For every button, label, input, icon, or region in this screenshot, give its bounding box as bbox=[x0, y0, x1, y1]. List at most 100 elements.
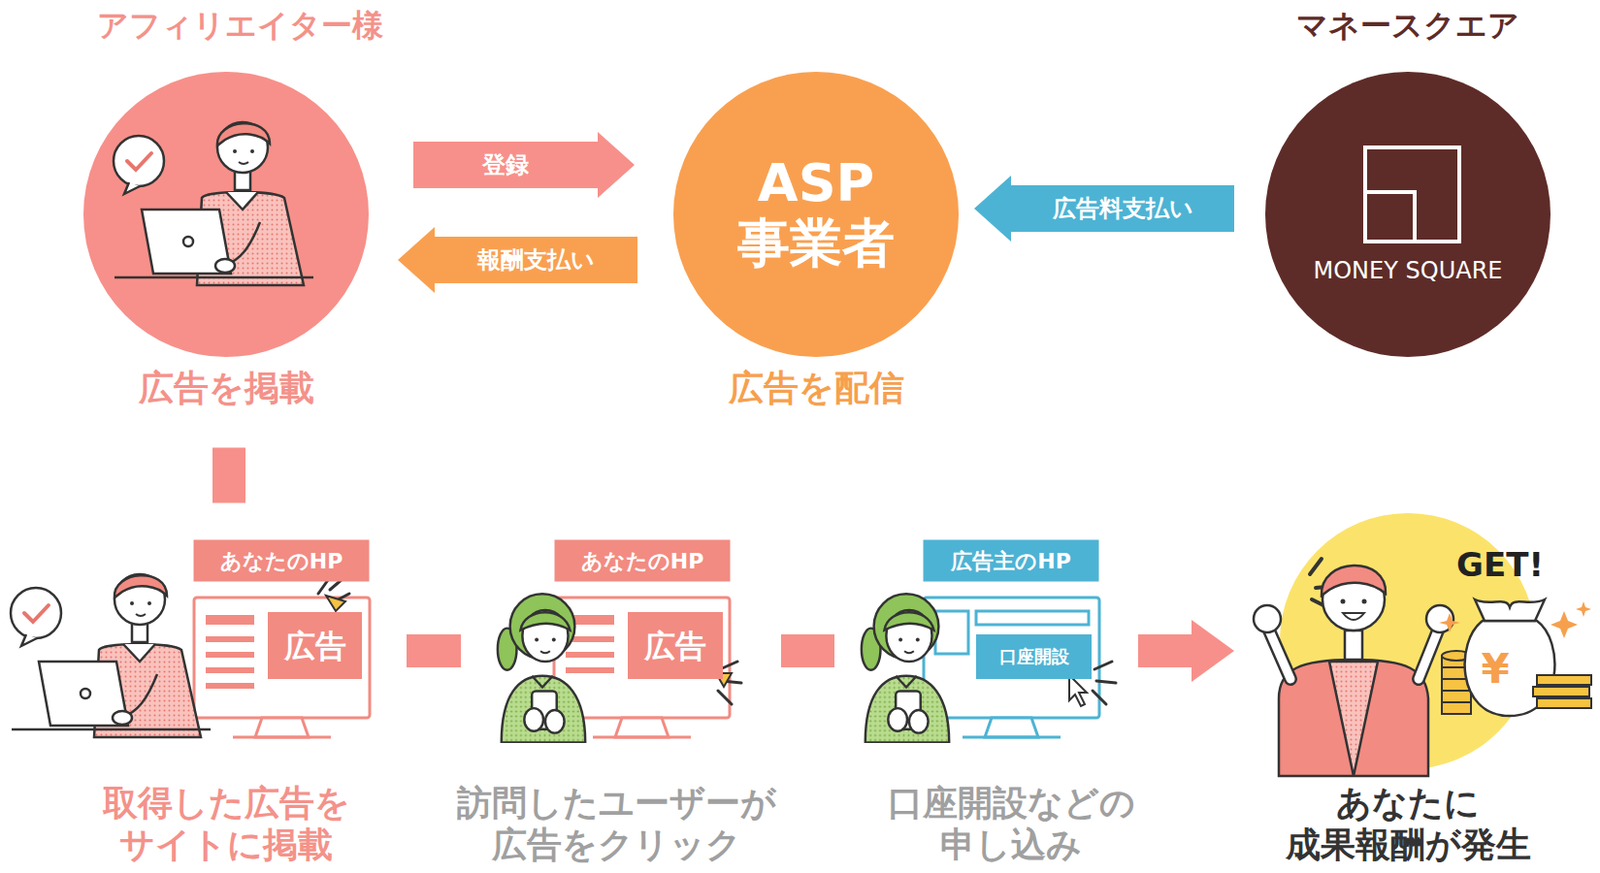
illustration-part bbox=[326, 595, 346, 612]
illustration-part bbox=[1474, 599, 1545, 621]
reward-circle: GET!あなたに 成果報酬が発生 bbox=[1279, 513, 1536, 770]
arrow-label: 報酬支払い bbox=[477, 246, 595, 275]
illustration-part bbox=[255, 718, 309, 738]
block-arrow bbox=[406, 634, 461, 668]
illustration-part bbox=[1362, 599, 1368, 605]
heading: アフィリエイター様 bbox=[35, 6, 444, 44]
block-arrow bbox=[1138, 620, 1235, 683]
step-panel: あなたのHP取得した広告を サイトに掲載広告 bbox=[4, 540, 370, 735]
circle-caption: 広告を掲載 bbox=[80, 366, 372, 409]
illustration-part bbox=[1533, 686, 1590, 697]
asp-circle: ASP 事業者広告を配信 bbox=[673, 71, 959, 358]
illustration-part bbox=[1441, 689, 1471, 692]
step-caption: 訪問したユーザーが 広告をクリック bbox=[441, 782, 791, 866]
illustration-part bbox=[83, 71, 369, 358]
circle-title: ASP 事業者 bbox=[718, 153, 914, 274]
illustration-part bbox=[1069, 675, 1087, 707]
illustration-part bbox=[565, 652, 615, 658]
step2-art bbox=[497, 593, 742, 743]
illustration-part bbox=[861, 593, 949, 743]
block-arrow bbox=[413, 131, 635, 198]
illustration-part bbox=[1278, 659, 1429, 777]
illustration-part bbox=[113, 122, 314, 286]
ad-text: 広告 bbox=[267, 626, 362, 664]
illustration-part bbox=[565, 667, 615, 674]
block-arrow bbox=[397, 227, 638, 294]
illustration-part bbox=[592, 736, 691, 740]
step1-art bbox=[10, 574, 370, 738]
illustration-part bbox=[1329, 661, 1378, 777]
illustration-part bbox=[984, 718, 1039, 738]
moneysquare-circle: マネースクエアMONEY SQUARE bbox=[1265, 71, 1551, 358]
illustration-part bbox=[1536, 698, 1592, 709]
step4-art bbox=[1253, 513, 1592, 777]
illustration-part bbox=[1418, 630, 1438, 680]
ad-box: 広告 bbox=[627, 612, 723, 680]
illustration-part bbox=[1418, 630, 1438, 680]
circle-caption: 広告を配信 bbox=[670, 366, 962, 409]
illustration-part bbox=[205, 667, 255, 674]
block-arrow bbox=[212, 448, 246, 504]
illustration-part bbox=[1575, 601, 1592, 618]
step-panel: あなたのHP訪問したユーザーが 広告をクリック広告 bbox=[489, 540, 730, 735]
illustration-part bbox=[1265, 71, 1551, 358]
illustration-part bbox=[205, 636, 255, 643]
moneysquare-circle-art bbox=[1265, 71, 1551, 358]
step3-art bbox=[861, 593, 1116, 743]
ad-text: 広告 bbox=[627, 626, 723, 664]
illustration-part bbox=[1536, 675, 1592, 686]
yen-mark: ¥ bbox=[1480, 645, 1509, 694]
affiliate-circle: アフィリエイター様広告を掲載 bbox=[83, 71, 369, 358]
asp-circle-art bbox=[673, 71, 959, 358]
illustration-part bbox=[1441, 701, 1471, 704]
hp-band: 広告主のHP bbox=[923, 540, 1100, 583]
illustration-part bbox=[1340, 599, 1346, 605]
illustration-part bbox=[1365, 192, 1415, 242]
hp-band: あなたのHP bbox=[194, 540, 370, 583]
signup-button: 口座開設 bbox=[976, 634, 1092, 680]
illustration-part bbox=[232, 736, 331, 740]
step-caption: 口座開設などの 申し込み bbox=[836, 782, 1186, 866]
illustration-part bbox=[935, 611, 969, 654]
ad-box: 広告 bbox=[267, 612, 362, 680]
illustration-part bbox=[10, 574, 211, 738]
hp-band: あなたのHP bbox=[555, 540, 731, 583]
illustration-part bbox=[962, 736, 1061, 740]
illustration-part bbox=[1344, 630, 1363, 660]
illustration-part bbox=[923, 597, 1100, 719]
illustration-part bbox=[205, 615, 255, 625]
affiliate-circle-art bbox=[83, 71, 369, 358]
block-arrow bbox=[781, 634, 835, 668]
illustration-part bbox=[205, 652, 255, 658]
step-panel: 広告主のHP口座開設などの 申し込み口座開設 bbox=[853, 540, 1100, 735]
step-caption: あなたに 成果報酬が発生 bbox=[1233, 782, 1583, 866]
illustration-part bbox=[205, 683, 255, 689]
illustration-part bbox=[1253, 605, 1281, 633]
get-text: GET! bbox=[1441, 545, 1559, 586]
illustration-part bbox=[615, 718, 669, 738]
arrow-label: 登録 bbox=[482, 151, 529, 180]
bill-stack bbox=[1533, 675, 1592, 709]
illustration-part bbox=[554, 597, 730, 719]
illustration-part bbox=[1342, 613, 1365, 621]
illustration-part bbox=[1321, 565, 1386, 596]
illustration-part bbox=[1269, 630, 1291, 680]
heading: マネースクエア bbox=[1252, 6, 1564, 44]
illustration-part bbox=[1092, 661, 1116, 705]
logo-text: MONEY SQUARE bbox=[1281, 257, 1535, 286]
block-arrow bbox=[974, 175, 1235, 242]
illustration-part bbox=[497, 593, 586, 743]
illustration-part bbox=[194, 597, 370, 719]
illustration-part bbox=[1438, 613, 1461, 633]
illustration-part bbox=[1269, 630, 1291, 680]
button-text: 口座開設 bbox=[976, 646, 1092, 668]
illustration-part bbox=[673, 71, 959, 358]
illustration-part bbox=[976, 611, 1089, 625]
illustration-part bbox=[1365, 147, 1460, 242]
arrow-label: 広告料支払い bbox=[1052, 195, 1194, 224]
illustration-part bbox=[1550, 611, 1578, 639]
